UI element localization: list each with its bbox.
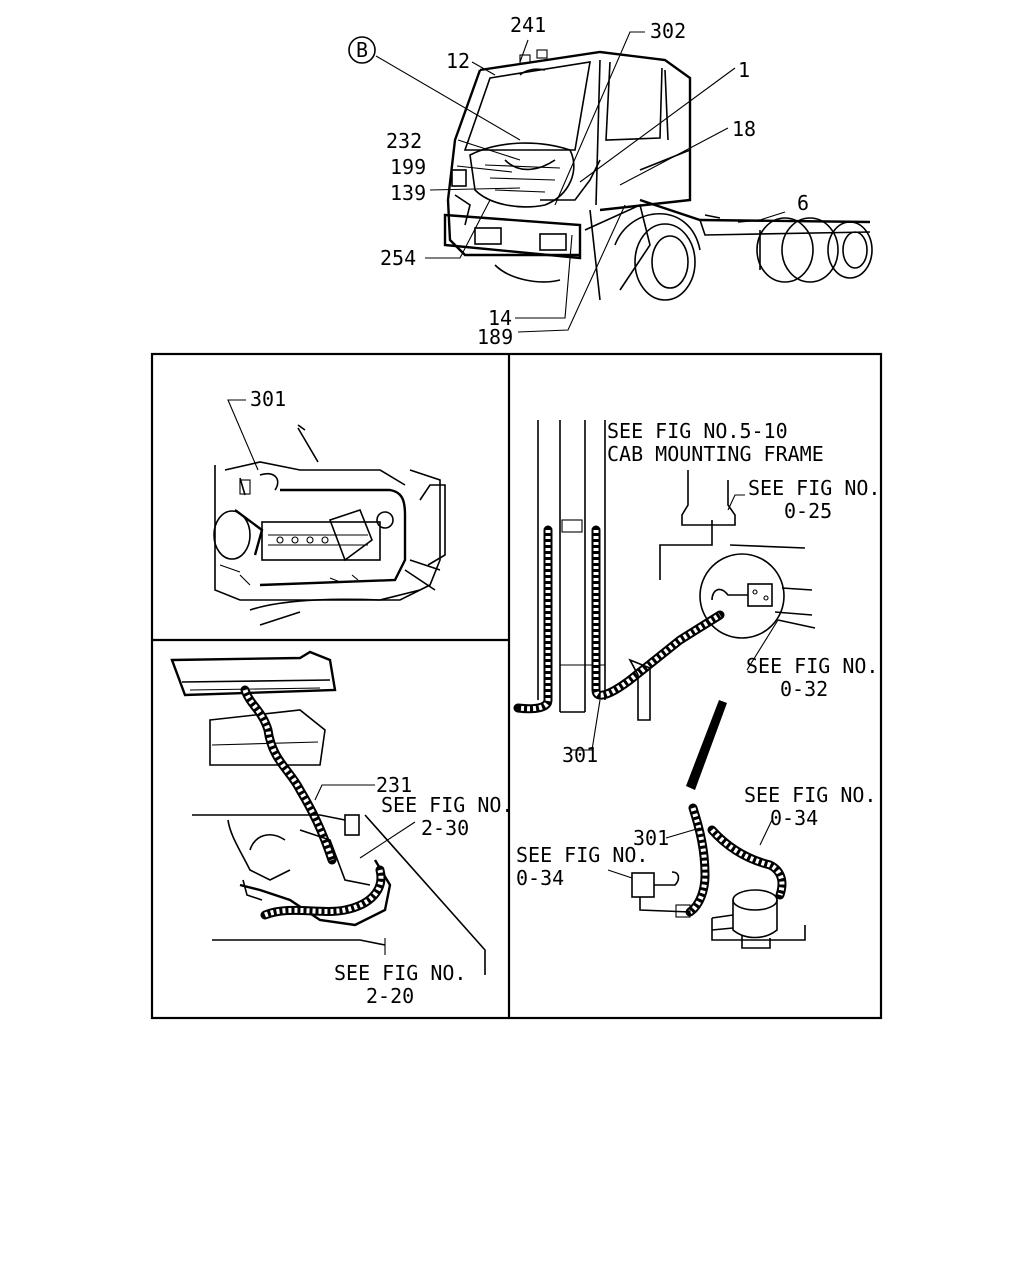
callout-301-engine: 301	[250, 387, 286, 411]
callout-12: 12	[446, 49, 470, 73]
callout-139: 139	[390, 181, 426, 205]
ref-2-30-line1: SEE FIG NO.	[381, 793, 513, 817]
callout-199: 199	[390, 155, 426, 179]
ref-0-32-line1: SEE FIG NO.	[746, 654, 878, 678]
ref-2-20-line1: SEE FIG NO.	[334, 961, 466, 985]
panel-frame	[150, 352, 883, 1020]
callout-189: 189	[477, 325, 513, 349]
ref-0-25-line1: SEE FIG NO.	[748, 476, 880, 500]
ref-5-10-line2: CAB MOUNTING FRAME	[607, 442, 824, 466]
ref-2-20-line2: 2-20	[366, 984, 414, 1008]
ref-5-10-line1: SEE FIG NO.5-10	[607, 419, 788, 443]
callout-18: 18	[732, 117, 756, 141]
engine-panel: 301	[213, 387, 446, 626]
ref-2-30-line2: 2-30	[421, 816, 469, 840]
callout-302: 302	[650, 19, 686, 43]
callout-301-frame: 301	[562, 743, 598, 767]
callout-232: 232	[386, 129, 422, 153]
ref-0-34a-line2: 0-34	[770, 806, 818, 830]
callout-b: B	[356, 38, 368, 62]
callout-241: 241	[510, 13, 546, 37]
top-leader-lines	[375, 31, 786, 333]
callout-1: 1	[738, 58, 750, 82]
cab-floor-panel: 231 SEE FIG NO. 2-30 SEE FIG NO. 2-20	[170, 650, 513, 1008]
frame-panel: SEE FIG NO.5-10 CAB MOUNTING FRAME SEE F…	[513, 419, 880, 949]
ref-0-34b-line1: SEE FIG NO.	[516, 843, 648, 867]
callout-231: 231	[376, 773, 412, 797]
callout-b-circle	[348, 36, 376, 64]
ref-0-34b-line2: 0-34	[516, 866, 564, 890]
ref-0-25-line2: 0-25	[784, 499, 832, 523]
callout-14: 14	[488, 306, 512, 330]
callout-254: 254	[380, 246, 416, 270]
ref-0-32-line2: 0-32	[780, 677, 828, 701]
ref-0-34a-line1: SEE FIG NO.	[744, 783, 876, 807]
callout-301-pump: 301	[633, 826, 669, 850]
top-callouts: B 241 302 12 1 18 232 199 139 6 254 14 1…	[348, 13, 809, 349]
callout-6: 6	[797, 191, 809, 215]
truck-overview	[443, 49, 873, 301]
